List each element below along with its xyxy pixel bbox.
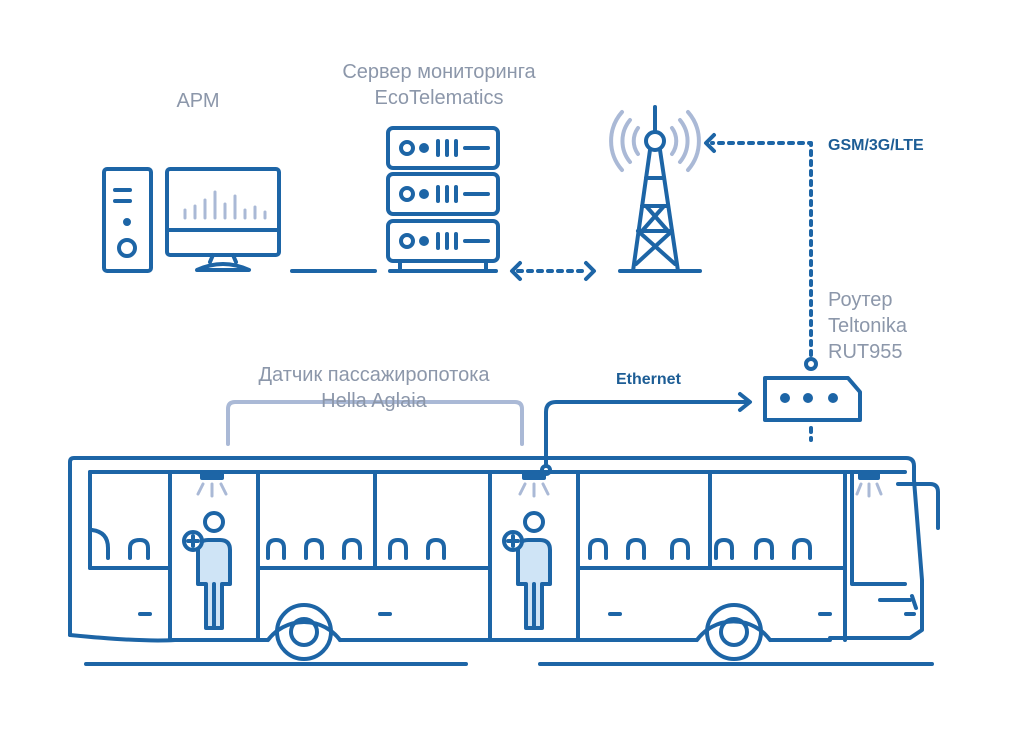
- gsm-label: GSM/3G/LTE: [828, 137, 924, 154]
- bus-wheel-rear: [275, 603, 333, 661]
- sensor-label-line1: Датчик пассажиропотока: [258, 364, 490, 386]
- sensor-label-line2: Hella Aglaia: [321, 390, 427, 412]
- bus-wheel-front: [705, 603, 763, 661]
- server-icon: [386, 126, 500, 273]
- sensor-icon: [518, 470, 550, 498]
- router-label: Роутер Teltonika RUT955: [828, 287, 907, 365]
- workstation-label: АРМ: [176, 88, 219, 114]
- ethernet-link: [540, 392, 752, 476]
- router-label-line1: Роутер: [828, 289, 893, 311]
- workstation-label-text: АРМ: [176, 90, 220, 112]
- server-label: Сервер мониторинга EcoTelematics: [342, 59, 535, 111]
- gsm-link: [704, 133, 818, 371]
- bus-icon: [68, 456, 940, 643]
- router-label-line2: Teltonika: [828, 315, 907, 337]
- cell-tower-icon: [609, 105, 702, 273]
- server-tower-link: [510, 261, 596, 281]
- computer-icon: [102, 167, 281, 273]
- passenger-icon: [182, 511, 232, 630]
- server-label-line2: EcoTelematics: [374, 87, 504, 109]
- server-label-line1: Сервер мониторинга: [342, 61, 536, 83]
- router-icon: [763, 376, 862, 442]
- router-label-line3: RUT955: [828, 341, 903, 363]
- sensor-icon: [196, 470, 228, 498]
- sensor-label: Датчик пассажиропотока Hella Aglaia: [258, 362, 489, 414]
- sensor-icon: [855, 470, 883, 498]
- sensor-bracket: [226, 400, 524, 446]
- ethernet-label: Ethernet: [616, 371, 681, 388]
- passenger-icon: [502, 511, 552, 630]
